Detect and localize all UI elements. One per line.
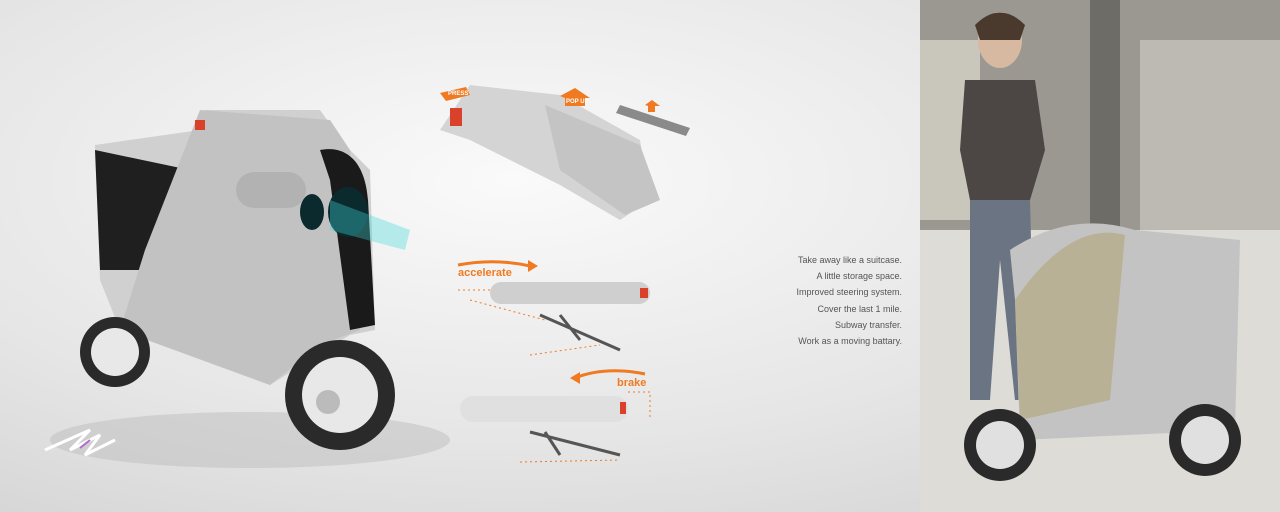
feature-item: Subway transfer. [834,319,902,330]
press-label: PRESS [448,91,469,97]
subway-scene-illustration [920,0,1280,512]
accelerate-label: accelerate [458,267,512,279]
brake-diagram [460,369,651,463]
accelerate-diagram [457,260,650,356]
feature-item: Improved steering system. [796,287,902,298]
pop-up-label: POP UP [566,99,589,105]
designer-signature [44,428,116,457]
main-scooter-render [50,110,450,468]
person-with-scooter [920,0,1280,512]
feature-item: Work as a moving battary. [798,336,902,347]
feature-item: Take away like a suitcase. [797,255,902,265]
feature-item: A little storage space. [816,271,902,282]
feature-list: Take away like a suitcase. A little stor… [770,252,902,349]
design-board: PRESS POP UP accelerate brake Take away … [44,85,902,468]
brake-label: brake [617,377,647,389]
scooter-sketches [44,85,690,468]
folding-handle-view [440,85,690,220]
feature-item: Cover the last 1 mile. [817,303,902,314]
